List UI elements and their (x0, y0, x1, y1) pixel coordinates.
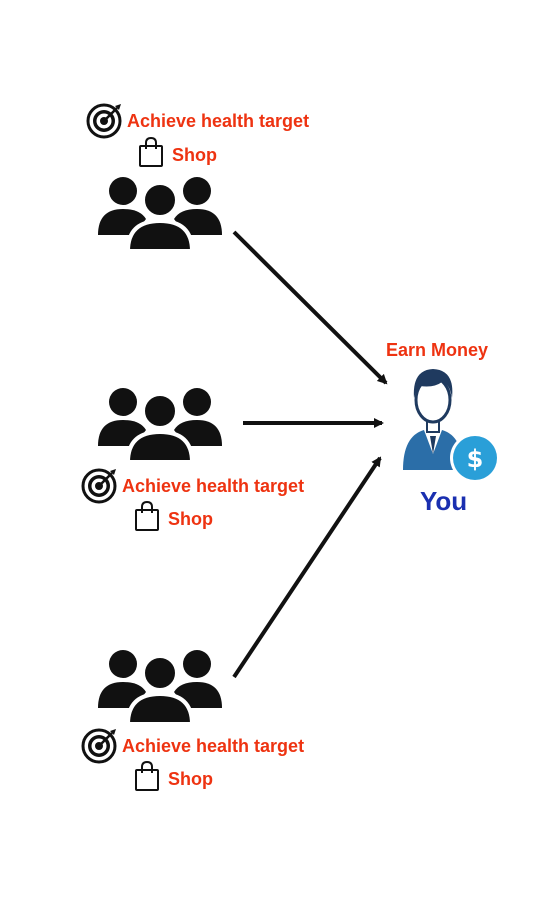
group-3-shop-label: Shop (168, 769, 213, 789)
you-label: You (420, 486, 468, 516)
group-2-shop-label: Shop (168, 509, 213, 529)
person-icon (403, 369, 463, 470)
group-2-target-label: Achieve health target (122, 476, 305, 496)
earn-money-label: Earn Money (386, 340, 489, 360)
arrow-bottom (232, 456, 382, 679)
group-3-target-label: Achieve health target (122, 736, 305, 756)
arrow-top (232, 230, 388, 385)
group-1-target-label: Achieve health target (127, 111, 310, 131)
svg-text:$: $ (467, 445, 484, 473)
dollar-coin-icon: $ (450, 433, 500, 483)
group-1-shop-label: Shop (172, 145, 217, 165)
